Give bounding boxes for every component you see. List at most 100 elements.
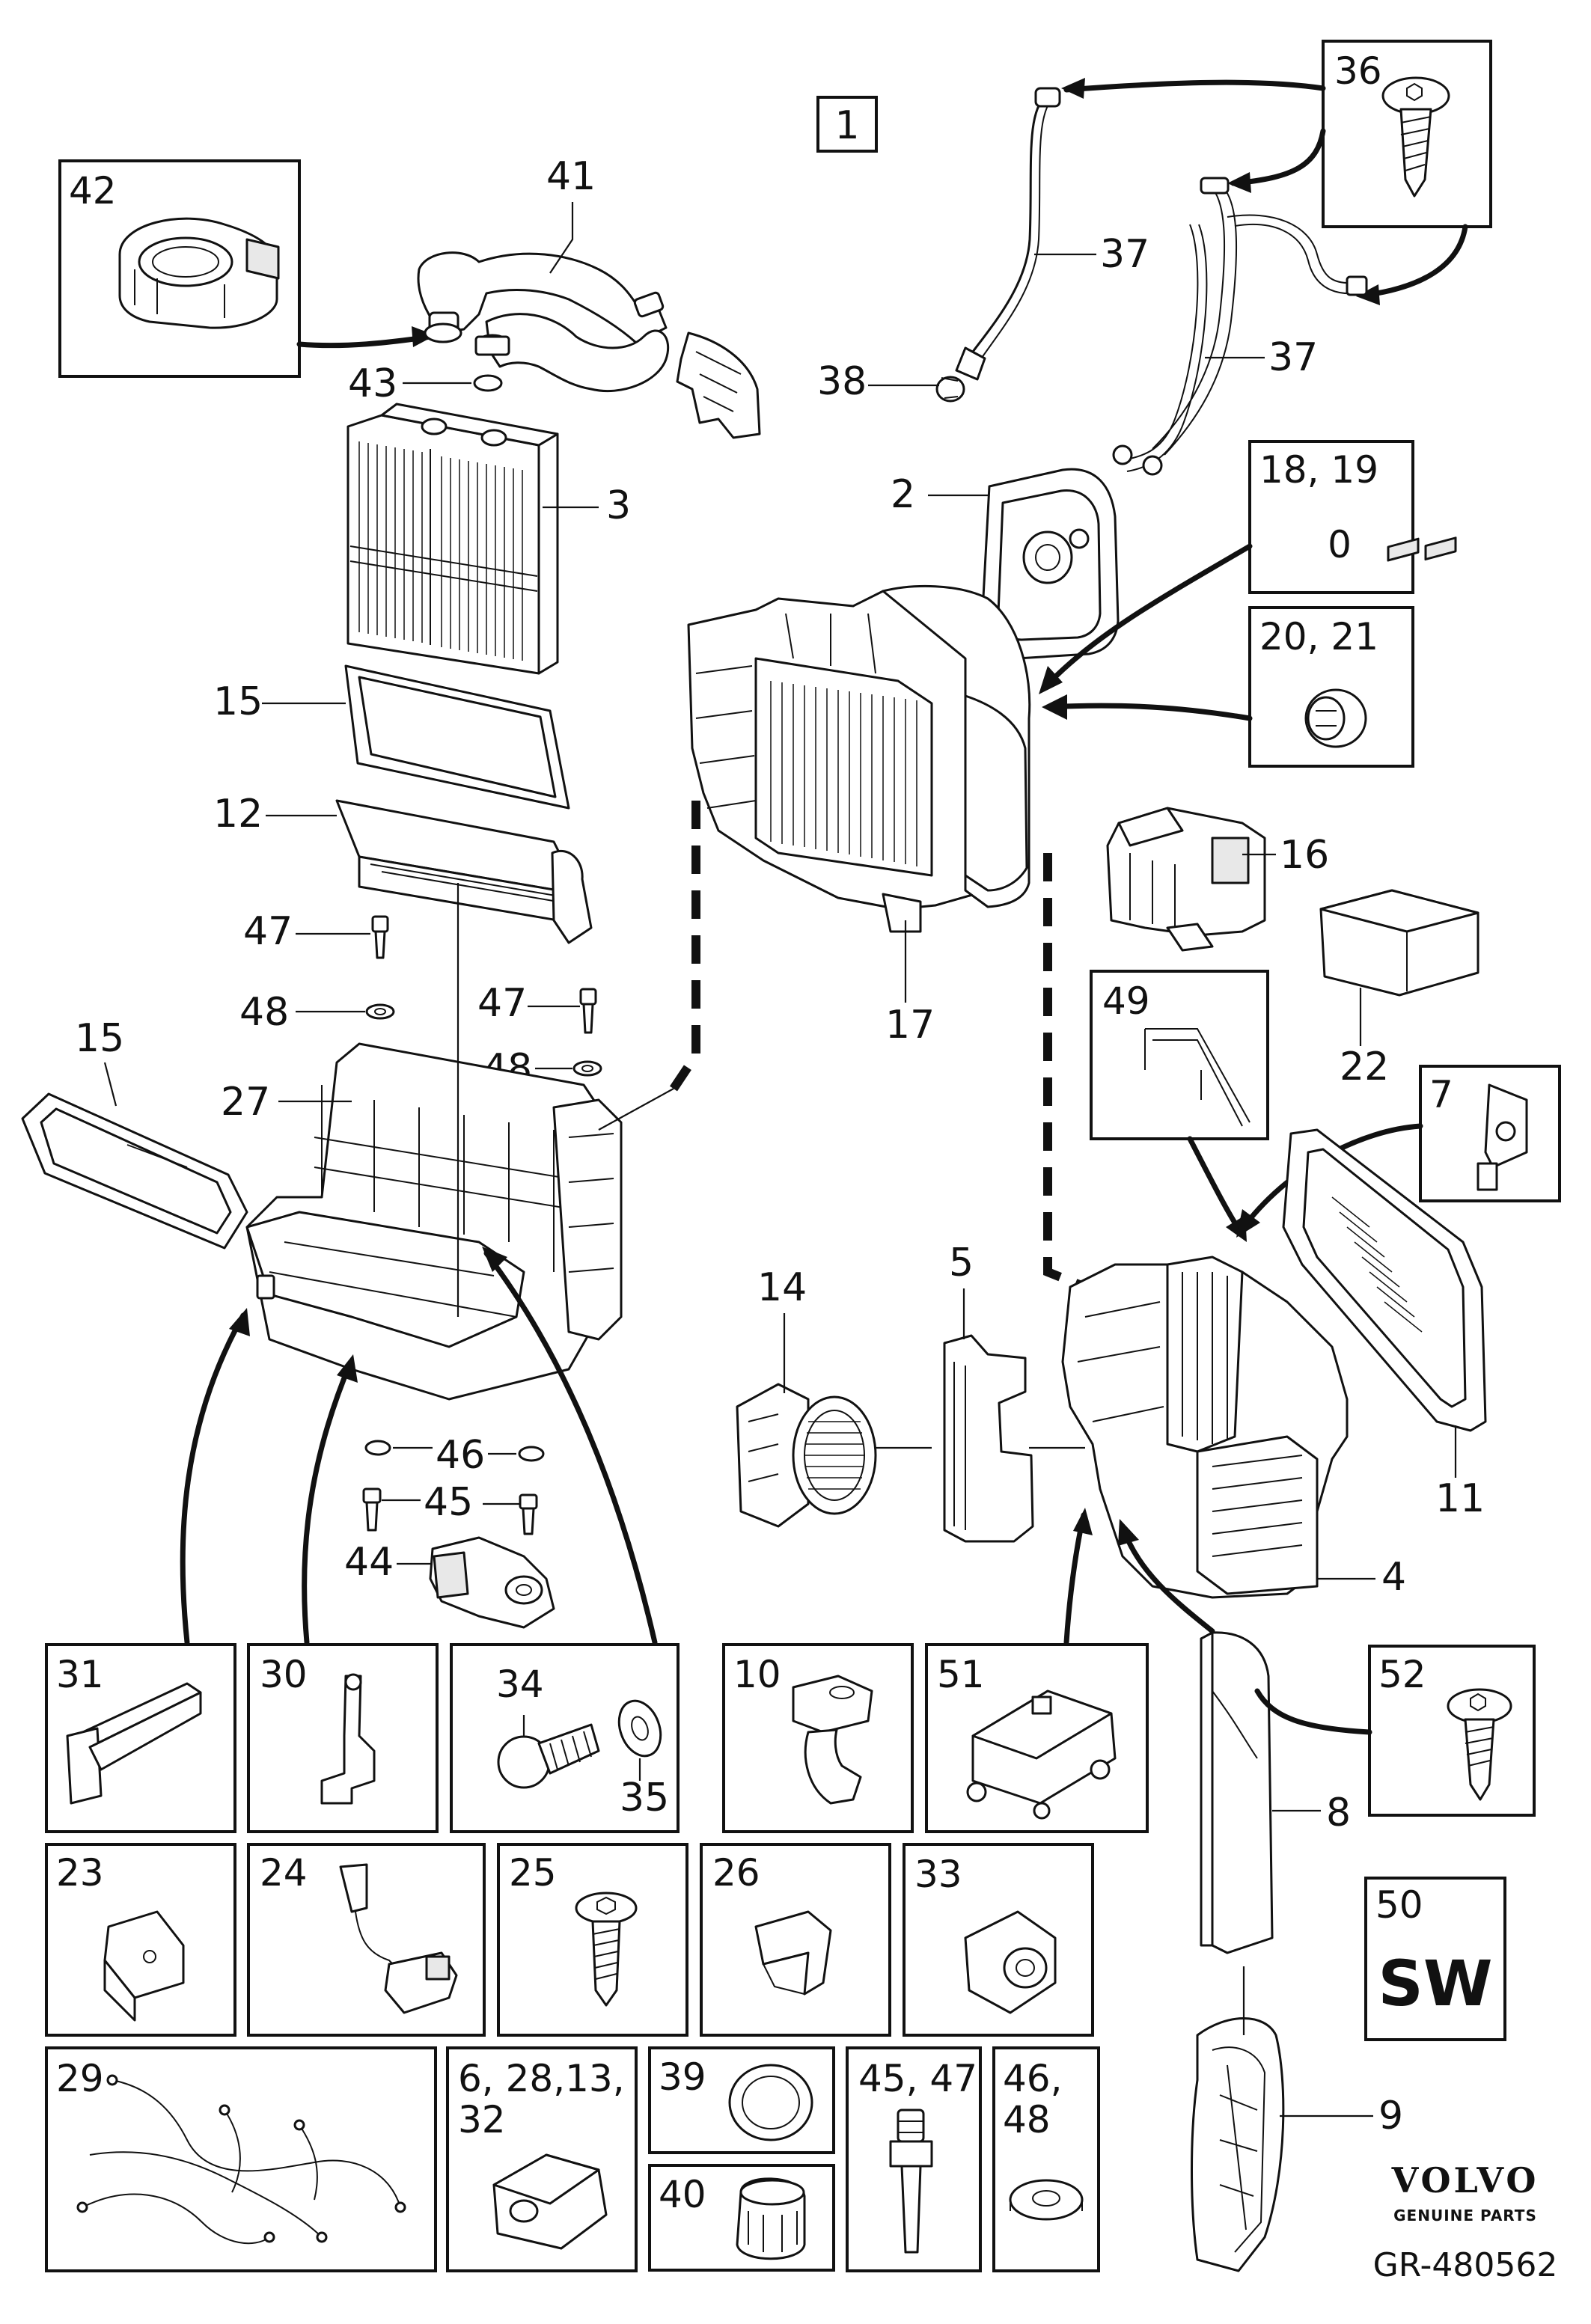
box-label-25: 25 (509, 1851, 557, 1895)
gasket-15-upper (344, 664, 570, 810)
box-label-48: 48 (1003, 2098, 1051, 2141)
part-box-36: 36 (1322, 40, 1492, 228)
control-module-16 (1106, 807, 1266, 952)
box-label-18-19: 18, 19 (1259, 448, 1378, 492)
air-duct-8 (1200, 1631, 1274, 1954)
label-43: 43 (348, 361, 397, 406)
part-box-46-48: 46, 48 (992, 2046, 1100, 2272)
o-ring-symbol: 0 (1328, 523, 1352, 566)
pipe-49-icon (1144, 1028, 1250, 1127)
gasket-15-left (21, 1092, 248, 1250)
label-47-left: 47 (243, 909, 293, 954)
box-label-36: 36 (1334, 49, 1382, 93)
washer-48-left (365, 1003, 395, 1020)
label-47-right: 47 (477, 981, 527, 1026)
part-box-25: 25 (497, 1843, 688, 2037)
housing-27 (245, 1042, 623, 1401)
box-label-51: 51 (937, 1653, 985, 1696)
part-box-18-19: 18, 19 0 (1248, 440, 1414, 594)
box-label-50: 50 (1375, 1883, 1423, 1927)
label-11: 11 (1435, 1476, 1485, 1521)
label-22: 22 (1340, 1045, 1389, 1089)
label-15-upper: 15 (213, 679, 263, 724)
box-label-46: 46, (1003, 2057, 1063, 2100)
actuator-44 (429, 1536, 555, 1629)
label-1: 1 (834, 103, 859, 148)
box-label-10: 10 (733, 1653, 781, 1696)
label-8: 8 (1326, 1791, 1351, 1835)
clip-7-icon (1477, 1083, 1528, 1191)
part-box-42: 42 (58, 159, 301, 378)
filter-12 (335, 799, 593, 944)
box-label-40: 40 (659, 2173, 706, 2216)
label-41: 41 (546, 154, 596, 199)
part-box-33: 33 (903, 1843, 1094, 2037)
box-label-29: 29 (56, 2057, 104, 2100)
washer-48-right (572, 1060, 602, 1077)
screw-45-left (362, 1487, 382, 1532)
box-label-32: 32 (458, 2098, 506, 2141)
brand-name: VOLVO (1391, 2160, 1539, 2201)
box-label-23: 23 (56, 1851, 104, 1895)
box-label-6-28-13: 6, 28,13, (458, 2057, 625, 2100)
screw-47-right (579, 988, 597, 1034)
drawing-reference: GR-480562 (1373, 2246, 1558, 2284)
box-label-20-21: 20, 21 (1259, 615, 1378, 658)
label-48-left: 48 (239, 990, 289, 1035)
box-label-49: 49 (1102, 979, 1150, 1023)
box-label-34: 34 (496, 1663, 544, 1706)
box-label-52: 52 (1378, 1653, 1426, 1696)
part-box-26: 26 (700, 1843, 891, 2037)
part-box-31: 31 (45, 1643, 236, 1833)
box-label-26: 26 (712, 1851, 760, 1895)
label-27: 27 (221, 1080, 270, 1125)
screw-45-right (519, 1493, 538, 1535)
part-box-20-21: 20, 21 (1248, 606, 1414, 768)
box-label-7: 7 (1429, 1073, 1453, 1116)
grommet-icon (1304, 688, 1367, 748)
box-label-33: 33 (914, 1853, 962, 1896)
bracket-small (676, 331, 761, 439)
label-9: 9 (1378, 2094, 1403, 2138)
evaporator-housing-17 (687, 584, 1031, 933)
part-box-34-35: 34 35 (450, 1643, 680, 1833)
label-37-bottom: 37 (1268, 335, 1318, 380)
hose-37-lower (1112, 177, 1368, 476)
label-38: 38 (817, 359, 867, 404)
part-box-40: 40 (648, 2164, 835, 2272)
screw-47-left (371, 915, 389, 959)
part-box-51: 51 (925, 1643, 1149, 1833)
label-17: 17 (885, 1003, 935, 1048)
washer-35-icon (617, 1699, 662, 1781)
brand-tagline: GENUINE PARTS (1393, 2207, 1537, 2224)
blower-fan-14 (736, 1383, 877, 1528)
box-label-30: 30 (260, 1653, 308, 1696)
label-4: 4 (1381, 1555, 1406, 1600)
screw-52-icon (1447, 1688, 1512, 1801)
bolt-34-icon (497, 1715, 600, 1789)
sw-code: SW (1378, 1947, 1492, 2020)
label-14: 14 (757, 1265, 807, 1310)
washer-46-left (364, 1440, 391, 1456)
part-box-6-28-13-32: 6, 28,13, 32 (446, 2046, 638, 2272)
part-box-10: 10 (722, 1643, 914, 1833)
blower-housing-4 (1061, 1256, 1349, 1599)
label-16: 16 (1280, 833, 1329, 878)
label-5: 5 (949, 1241, 974, 1285)
part-box-50: 50 SW (1364, 1877, 1506, 2041)
screw-icon (1381, 76, 1450, 198)
label-46: 46 (436, 1433, 485, 1478)
box-label-45-47: 45, 47 (858, 2057, 977, 2100)
o-ring-43 (473, 374, 503, 392)
box-label-24: 24 (260, 1851, 308, 1895)
part-box-49: 49 (1090, 970, 1269, 1140)
gasket-11 (1282, 1128, 1487, 1432)
part-box-7: 7 (1419, 1065, 1561, 1202)
box-label-39: 39 (659, 2055, 706, 2099)
reference-box-1: 1 (816, 96, 878, 153)
label-3: 3 (606, 483, 631, 528)
hose-37-upper (935, 87, 1061, 403)
label-35: 35 (620, 1776, 669, 1820)
label-45: 45 (424, 1480, 473, 1525)
